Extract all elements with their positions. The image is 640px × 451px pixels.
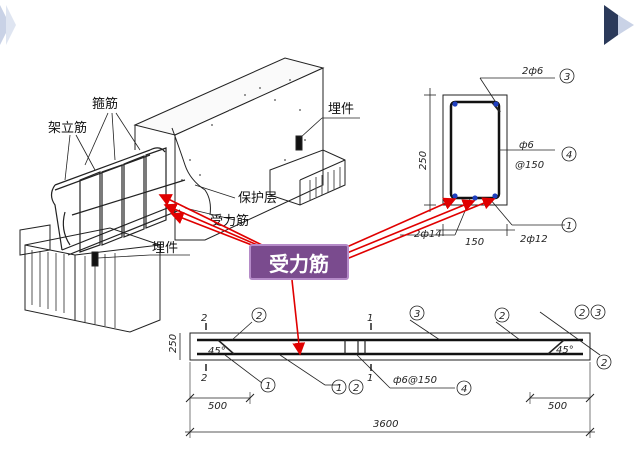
main-bar-callout: 受力筋: [249, 244, 349, 280]
label-erect-bar: 架立筋: [48, 120, 87, 136]
section-width: 150: [465, 237, 484, 248]
corner-decoration-left: [0, 5, 16, 45]
elev-callout-12a: 1: [336, 383, 342, 394]
elev-left-angle: 45°: [208, 346, 226, 357]
section-stirrup: ф6: [519, 140, 534, 151]
beam-elevation: [179, 311, 601, 438]
elev-callout-2-right: 2: [499, 311, 505, 322]
callout-arrows: [158, 194, 496, 356]
elev-section-mark-2-top: 2: [201, 313, 207, 324]
elev-callout-1: 1: [265, 381, 271, 392]
corner-decoration-right: [604, 5, 634, 45]
elev-stirrup-no: 4: [461, 384, 467, 395]
elev-section-mark-2-bottom: 2: [201, 373, 207, 384]
elev-right-angle: 45°: [556, 345, 574, 356]
section-stirrup-no: 4: [566, 150, 572, 161]
elev-left-len: 500: [208, 401, 227, 412]
label-embed-bottom: 埋件: [152, 241, 178, 256]
elev-callout-3: 3: [414, 309, 420, 320]
section-bottom-bar: 2ф12: [520, 234, 548, 245]
section-bent-bar: 2ф14: [414, 229, 442, 240]
section-top-bar: 2ф6: [522, 66, 543, 77]
section-bottom-no: 1: [566, 221, 572, 232]
label-embed-top: 埋件: [328, 102, 354, 117]
section-stirrup-spacing: @150: [515, 160, 544, 171]
elev-section-mark-1-bottom: 1: [367, 373, 373, 384]
isometric-beam: [19, 57, 360, 333]
elev-height: 250: [168, 334, 179, 353]
elev-callout-23b: 3: [595, 308, 601, 319]
label-stirrup: 箍筋: [92, 96, 118, 112]
elev-section-mark-1-top: 1: [367, 313, 373, 324]
elev-total-len: 3600: [373, 419, 398, 430]
label-cover: 保护层: [238, 191, 277, 206]
elev-callout-2-far: 2: [601, 358, 607, 369]
elev-callout-2-left: 2: [256, 311, 262, 322]
section-top-no: 3: [564, 72, 570, 83]
rebar-dots: [452, 101, 499, 201]
elev-callout-23a: 2: [579, 308, 585, 319]
elev-callout-12b: 2: [353, 383, 359, 394]
elev-right-len: 500: [548, 401, 567, 412]
section-height: 250: [418, 151, 429, 170]
elev-stirrup: ф6@150: [393, 375, 437, 386]
